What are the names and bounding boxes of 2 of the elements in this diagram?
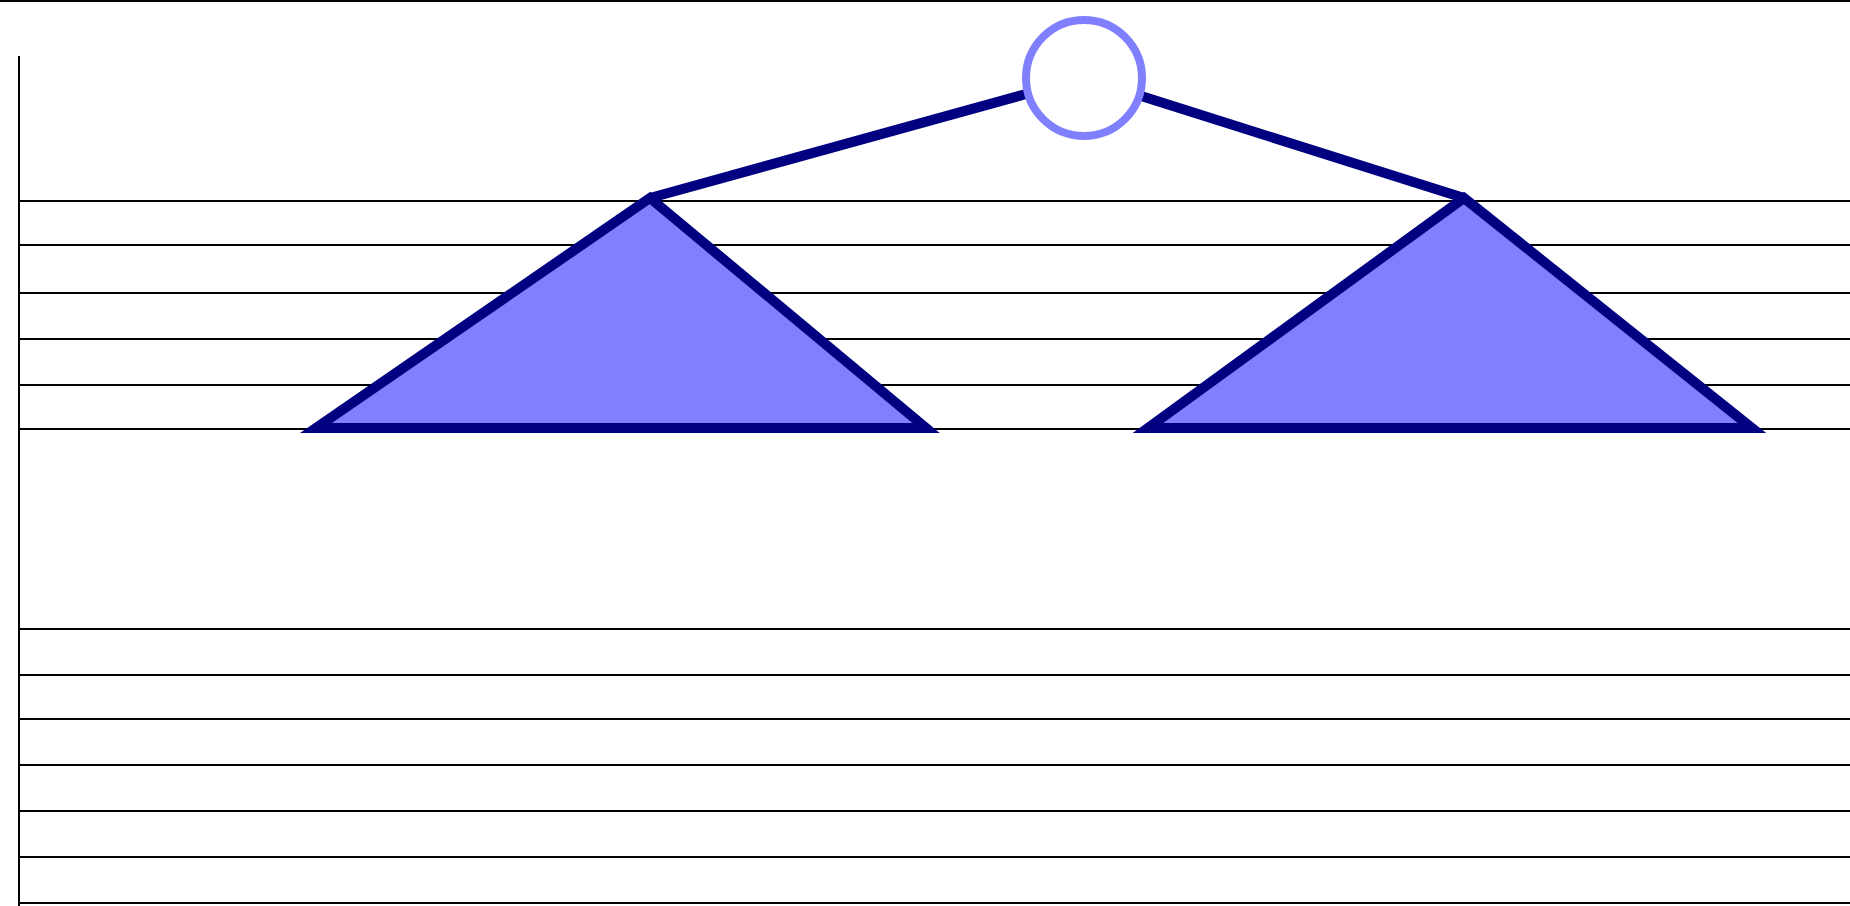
- connector-line: [1139, 91, 1466, 203]
- connector-line: [648, 89, 1028, 203]
